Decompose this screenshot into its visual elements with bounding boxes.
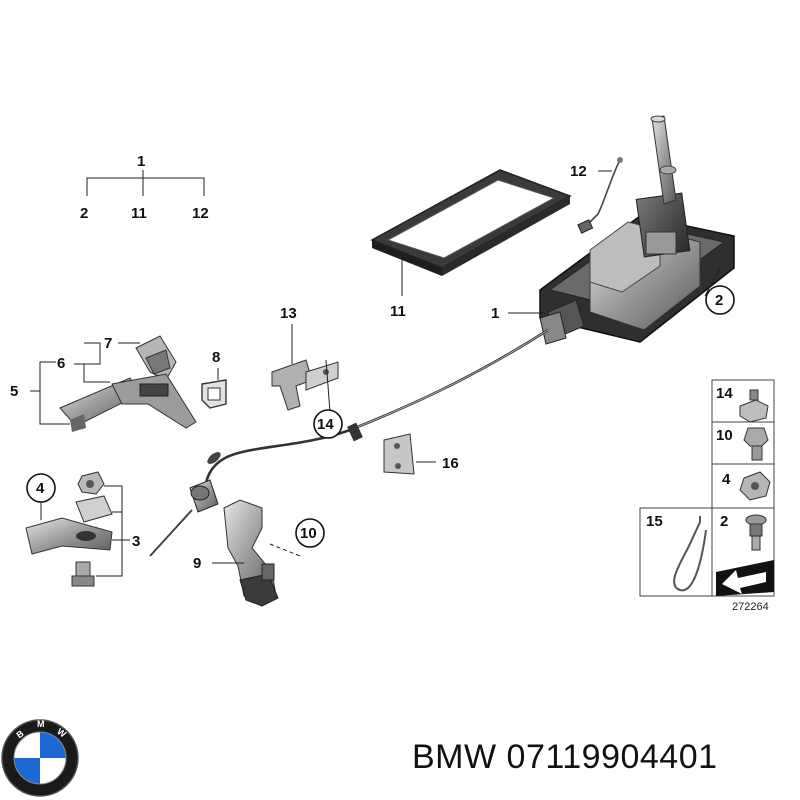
label-11-under: 11 xyxy=(131,205,147,222)
label-5: 5 xyxy=(10,383,18,400)
legend-item-10: 10 xyxy=(716,427,733,444)
label-1-top: 1 xyxy=(137,153,145,170)
label-2-under: 2 xyxy=(80,205,88,222)
legend-item-15: 15 xyxy=(646,513,663,530)
svg-text:M: M xyxy=(37,719,45,729)
label-2: 2 xyxy=(715,292,723,309)
bracket-13: 13 14 xyxy=(271,305,343,439)
label-14: 14 xyxy=(317,416,334,433)
bmw-logo: B M W xyxy=(1,719,79,797)
legend-reference-number: 272264 xyxy=(732,601,769,613)
svg-text:B: B xyxy=(15,728,26,740)
legend-item-2: 2 xyxy=(720,513,728,530)
label-16: 16 xyxy=(442,455,459,472)
label-12-under: 12 xyxy=(192,205,209,222)
label-1: 1 xyxy=(491,305,499,322)
part-tree-1: 1 2 11 12 xyxy=(80,153,209,222)
label-12: 12 xyxy=(570,163,587,180)
label-3: 3 xyxy=(132,533,140,550)
label-6: 6 xyxy=(57,355,65,372)
caption-part-number: 07119904401 xyxy=(506,738,718,776)
label-10: 10 xyxy=(300,525,317,542)
label-13: 13 xyxy=(280,305,297,322)
gear-selector-housing: 1 2 xyxy=(491,115,735,345)
gasket-frame: 11 xyxy=(370,169,572,320)
cable-holder-9: 9 10 xyxy=(193,499,325,607)
label-7: 7 xyxy=(104,335,112,352)
label-9: 9 xyxy=(193,555,201,572)
legend-item-4: 4 xyxy=(722,471,731,488)
label-8: 8 xyxy=(212,349,220,366)
label-4: 4 xyxy=(36,480,45,497)
part-caption: BMW 07119904401 xyxy=(412,738,792,788)
sensor-wire: 12 xyxy=(570,157,623,234)
lever-assembly-5: 7 6 5 8 xyxy=(10,335,227,432)
fasteners-legend: 14 10 4 2 15 272264 xyxy=(639,379,775,613)
label-11: 11 xyxy=(390,303,406,320)
shift-cable xyxy=(149,328,549,557)
bracket-assembly-3: 4 3 xyxy=(25,471,140,587)
caption-brand: BMW xyxy=(412,738,497,776)
bracket-16: 16 xyxy=(383,433,459,475)
legend-item-14: 14 xyxy=(716,385,733,402)
